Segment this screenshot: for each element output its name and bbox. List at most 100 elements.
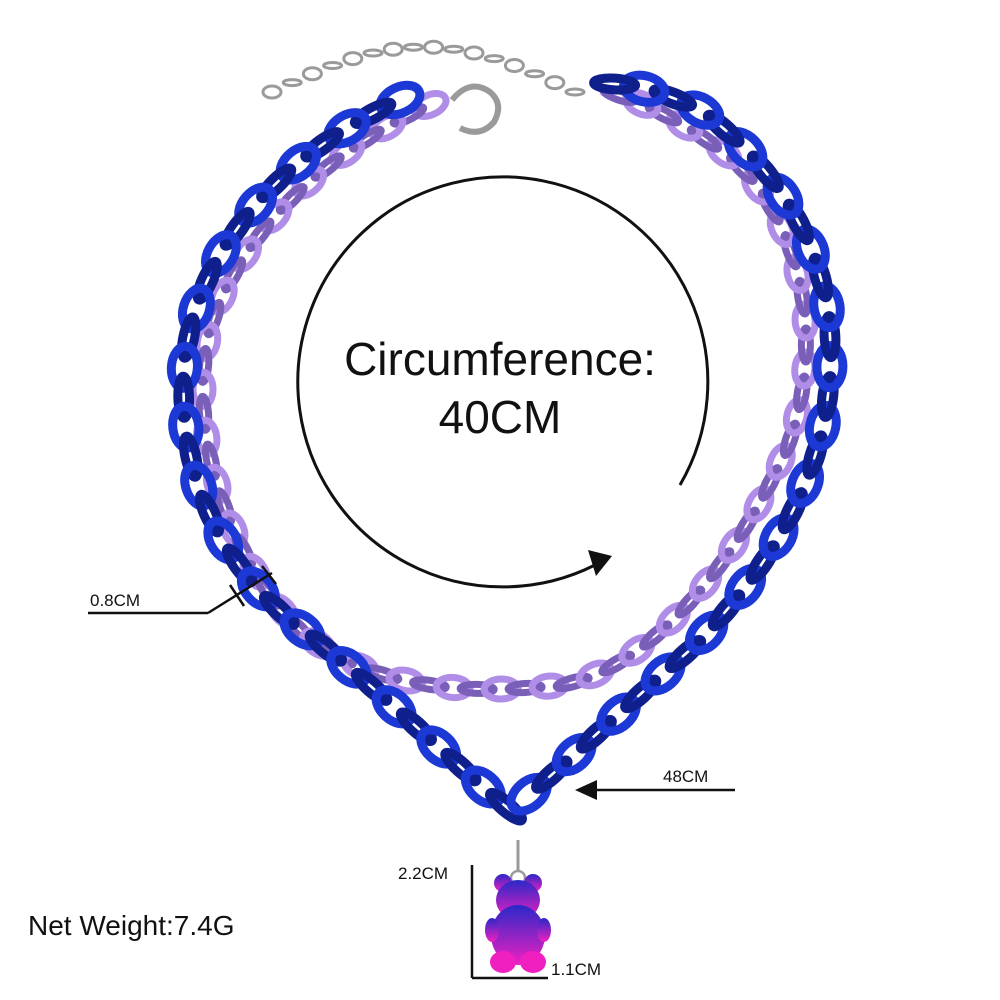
extender-link <box>423 39 445 55</box>
chain-link <box>648 84 698 112</box>
chain-link <box>304 629 348 667</box>
chain-link <box>702 109 745 148</box>
chain-link <box>202 463 232 504</box>
chain-link <box>807 252 834 303</box>
chain-link <box>504 679 546 697</box>
chain-link <box>664 634 707 674</box>
chain-link <box>180 460 218 511</box>
chain-link <box>194 489 225 538</box>
chain-link <box>598 650 636 677</box>
chain-link <box>201 440 221 481</box>
link-width-marker <box>88 565 277 615</box>
link-width-label: 0.8CM <box>90 591 141 610</box>
chain-link <box>809 281 845 333</box>
chain-link <box>168 401 204 453</box>
chain-link <box>618 634 656 667</box>
chain-link <box>256 163 297 204</box>
chain-link <box>177 312 201 363</box>
chain-link <box>207 276 238 316</box>
chain-link <box>236 566 280 612</box>
chain-link <box>480 675 522 703</box>
length-label: 48CM <box>663 767 709 786</box>
chain-link <box>371 685 417 729</box>
chain-link <box>793 372 811 414</box>
chain-link <box>792 224 830 274</box>
arrowhead-icon <box>575 780 597 800</box>
extender-link <box>281 78 303 88</box>
arrowhead-icon <box>588 550 612 576</box>
chain-link <box>797 324 814 366</box>
length-marker <box>575 780 735 800</box>
extender-link <box>382 41 404 57</box>
chain-link <box>279 608 326 651</box>
chain-link <box>245 217 275 253</box>
extender-link <box>544 75 566 91</box>
chain-link <box>432 673 474 702</box>
chain-link <box>743 484 775 524</box>
chain-link <box>758 513 799 561</box>
chain-link <box>551 733 597 777</box>
chain-link <box>220 256 247 294</box>
extender-link <box>261 84 283 100</box>
chain-link <box>762 172 804 220</box>
chain-link <box>589 73 641 95</box>
chain-link <box>440 747 482 787</box>
chain-link <box>221 543 258 588</box>
chain-link <box>531 755 573 794</box>
chain-link <box>655 601 691 637</box>
chain-link <box>746 150 784 194</box>
pendant-dimension-marker <box>470 865 548 980</box>
circumference-line2: 40CM <box>438 391 562 443</box>
chain-link <box>777 487 808 535</box>
pendant-width-label: 1.1CM <box>551 960 602 979</box>
chain-link <box>745 540 780 585</box>
chain-link <box>456 680 498 697</box>
chain-link <box>779 419 801 460</box>
chain-link <box>300 127 344 163</box>
extender-link <box>524 69 546 79</box>
chain-link <box>674 585 706 619</box>
lobster-clasp-icon <box>449 83 502 135</box>
chain-link <box>804 400 841 452</box>
circumference-line1: Circumference: <box>344 333 656 385</box>
chain-link <box>323 108 371 149</box>
extender-link <box>483 54 505 64</box>
chain-link <box>234 182 277 228</box>
chain-link <box>395 707 437 747</box>
chain-link <box>686 125 723 153</box>
chain-link <box>819 311 841 363</box>
chain-link <box>816 371 839 422</box>
extender-chain <box>261 39 586 135</box>
chain-link <box>275 182 308 215</box>
circumference-arrow <box>296 175 710 589</box>
extender-link <box>301 66 323 82</box>
net-weight-label: Net Weight:7.4G <box>28 910 235 941</box>
outer-chain <box>166 70 848 826</box>
chain-link <box>166 341 202 393</box>
chain-link <box>802 430 829 480</box>
chain-link <box>177 283 215 334</box>
chain-link <box>782 198 814 246</box>
chain-link <box>275 141 322 185</box>
chain-link <box>786 458 824 508</box>
chain-link <box>812 341 848 393</box>
extender-link <box>503 58 525 73</box>
chain-link <box>349 97 397 129</box>
circumference-label: Circumference: 40CM <box>300 330 700 446</box>
extender-link <box>463 45 485 61</box>
chain-link <box>310 152 345 182</box>
extender-link <box>362 48 384 58</box>
chain-link <box>640 652 686 696</box>
chain-link <box>528 672 570 700</box>
chain-link <box>506 772 552 816</box>
chain-link <box>201 230 241 278</box>
chain-link <box>416 725 462 769</box>
chain-link <box>460 765 506 809</box>
chain-link <box>733 506 760 544</box>
chain-link <box>350 667 393 706</box>
chain-link <box>410 90 450 120</box>
chain-link <box>219 206 255 251</box>
chain-link <box>173 371 195 423</box>
chain-link <box>684 610 729 656</box>
